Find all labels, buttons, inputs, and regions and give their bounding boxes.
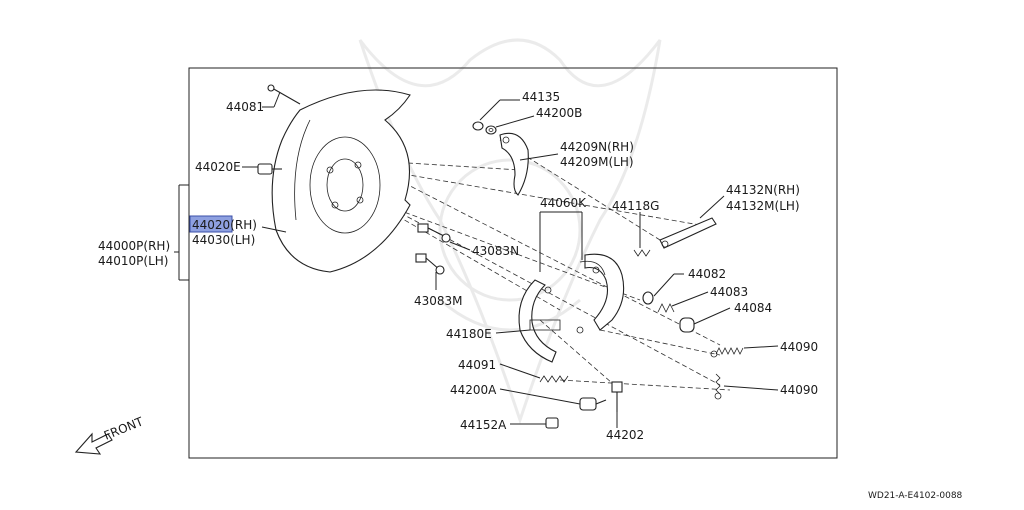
label-44020RH[interactable]: 44020(RH) [192, 218, 257, 232]
bolt-43083M [415, 253, 445, 275]
label-44084: 44084 [734, 301, 772, 315]
washer-44200B [485, 125, 497, 135]
part-labels: 44081 44020E 44020(RH) 44030(LH) 44000P(… [98, 90, 818, 442]
label-44090-lower: 44090 [780, 383, 818, 397]
label-44209N: 44209N(RH) [560, 140, 634, 154]
pin-44152A [545, 417, 559, 429]
diagram-code: WD21-A-E4102-0088 [868, 491, 963, 501]
label-44132N: 44132N(RH) [726, 183, 800, 197]
label-44020E: 44020E [195, 160, 241, 174]
washer-44135 [472, 121, 484, 131]
cap-44084 [679, 317, 695, 333]
bolt-44020E [257, 163, 282, 175]
label-44081: 44081 [226, 100, 264, 114]
label-44030LH: 44030(LH) [192, 233, 255, 247]
label-44082: 44082 [688, 267, 726, 281]
adjuster-44200A [579, 397, 607, 411]
label-44000P: 44000P(RH) [98, 239, 170, 253]
spring-44118G [633, 249, 651, 257]
label-44152A: 44152A [460, 418, 507, 432]
watermark-emblem [358, 38, 662, 425]
label-44209M: 44209M(LH) [560, 155, 634, 169]
spring-44091 [539, 375, 569, 383]
front-label: FRONT [102, 414, 146, 443]
front-indicator: FRONT [74, 414, 146, 455]
bolt-43083N [417, 223, 451, 243]
strut-44132N [659, 217, 717, 249]
label-44180E: 44180E [446, 327, 492, 341]
label-44060K: 44060K [540, 196, 587, 210]
label-44132M: 44132M(LH) [726, 199, 800, 213]
label-44090-upper: 44090 [780, 340, 818, 354]
label-44202: 44202 [606, 428, 644, 442]
label-44083: 44083 [710, 285, 748, 299]
front-arrow-icon [74, 432, 113, 455]
label-44135: 44135 [522, 90, 560, 104]
backing-plate [271, 89, 411, 273]
label-44200B: 44200B [536, 106, 582, 120]
spring-44083 [657, 303, 675, 313]
washer-44082 [642, 291, 654, 305]
leader-lines [242, 91, 779, 428]
label-44091: 44091 [458, 358, 496, 372]
label-43083M: 43083M [414, 294, 463, 308]
label-44200A: 44200A [450, 383, 497, 397]
brake-shoe-44060K [518, 253, 625, 363]
bolt-44081 [267, 84, 301, 105]
label-44118G: 44118G [612, 199, 659, 213]
lever-44209N [499, 132, 529, 196]
spring-44090-lower [714, 373, 722, 400]
frame [174, 67, 838, 459]
highlight-44020 [189, 215, 233, 233]
label-44010P: 44010P(LH) [98, 254, 168, 268]
pin-44202 [611, 381, 623, 412]
spring-44090-upper [710, 347, 744, 358]
label-43083N: 43083N [472, 244, 519, 258]
